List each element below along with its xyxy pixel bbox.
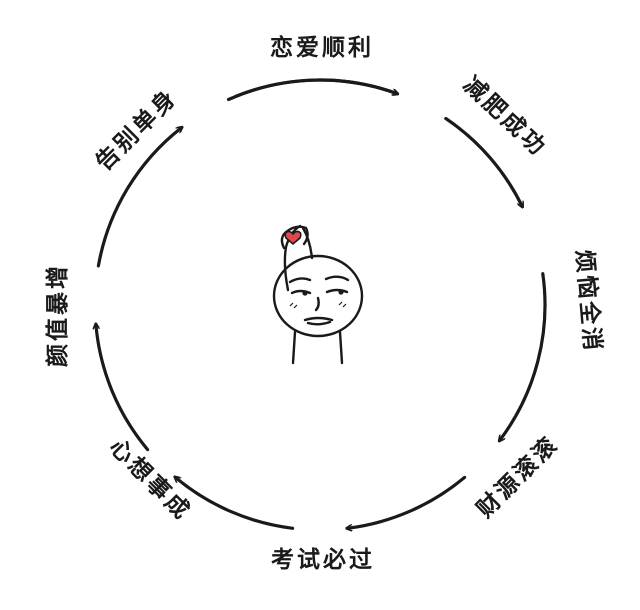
heart-icon: [284, 230, 302, 246]
arrow-beauty-to-single-icon: [96, 128, 181, 268]
arrow-worries-to-fortune-icon: [500, 272, 547, 441]
label-fortune: 财源滚滚: [471, 430, 564, 523]
label-worries-gone: 烦恼全消: [570, 248, 606, 354]
label-weight-loss: 减肥成功: [458, 72, 552, 162]
label-wishes-come-true: 心想事成: [104, 434, 196, 526]
label-exam-pass: 考试必过: [271, 546, 375, 573]
label-farewell-single: 告别单身: [90, 83, 183, 176]
arrow-single-to-romance-icon: [226, 78, 398, 102]
arrow-wishes-to-beauty-icon: [96, 325, 150, 452]
meme-face-heart-icon: [272, 224, 364, 365]
arrow-weight-to-worries-icon: [444, 116, 522, 207]
arrow-exam-to-wishes-icon: [175, 477, 295, 530]
cycle-labels: 恋爱顺利 减肥成功 烦恼全消 财源滚滚 考试必过 心想事成 颜值暴增 告别单身: [44, 34, 606, 573]
label-beauty-up: 颜值暴增: [44, 263, 71, 367]
arrow-fortune-to-exam-icon: [347, 475, 467, 528]
label-romance: 恋爱顺利: [270, 34, 374, 61]
cycle-arrows: [96, 78, 547, 530]
